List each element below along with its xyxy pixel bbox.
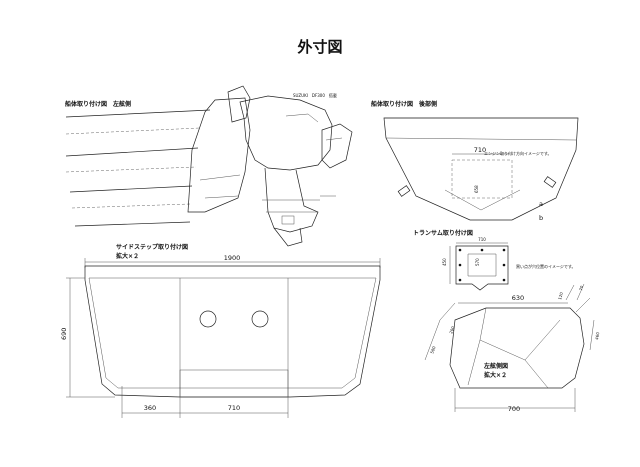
side-step-scale: 拡大×２ bbox=[116, 252, 139, 260]
engine-note: SUZUKI DF300 搭載 bbox=[293, 92, 337, 98]
port-dim-left: 580 bbox=[429, 345, 436, 354]
engine-silhouette bbox=[451, 159, 513, 199]
hull-outline-left bbox=[65, 109, 211, 227]
transom-note: 黒い点が穴位置のイメージです。 bbox=[516, 263, 576, 269]
port-mount-label: 船体取り付け図 左舷側 bbox=[65, 100, 131, 108]
port-mount-view: 船体取り付け図 左舷側 SUZUKI DF300 搭載 bbox=[65, 85, 353, 247]
transom-view: トランサム取り付け図 710 450 570 黒い点が穴位置のイメージです。 bbox=[413, 229, 576, 291]
rear-hull-outline bbox=[383, 117, 579, 221]
transom-outline bbox=[187, 97, 251, 213]
side-step-outer bbox=[84, 265, 381, 398]
hull-dashed-left bbox=[65, 127, 201, 209]
port-dim-bottom: 700 bbox=[508, 405, 520, 413]
rear-dim-width: 710 bbox=[474, 146, 486, 154]
transom-label: トランサム取り付け図 bbox=[413, 229, 473, 237]
rear-dim-vertical: 658 bbox=[474, 185, 479, 193]
rear-mount-label: 船体取り付け図 後部側 bbox=[371, 100, 437, 108]
port-side-inner bbox=[467, 307, 561, 389]
port-dim-top: 630 bbox=[512, 294, 524, 302]
side-step-label: サイドステップ取り付け図 bbox=[116, 243, 188, 251]
side-step-view: サイドステップ取り付け図 拡大×２ 1900 690 360 710 bbox=[60, 243, 381, 418]
transom-step bbox=[199, 174, 241, 199]
rear-note: エンジン取り付け方向イメージです。 bbox=[484, 150, 552, 156]
port-side-scale: 拡大×２ bbox=[484, 371, 507, 379]
port-side-rail bbox=[575, 297, 591, 313]
side-step-dim-bottom: 710 bbox=[228, 404, 240, 412]
mark-b: b bbox=[539, 214, 543, 222]
side-step-dim-left: 360 bbox=[144, 404, 156, 412]
transom-plate bbox=[455, 245, 509, 291]
side-step-bottom-plate bbox=[179, 369, 289, 398]
transom-dim-left: 450 bbox=[442, 258, 447, 266]
transom-dim-inner: 570 bbox=[475, 258, 480, 266]
side-step-hatched bbox=[88, 277, 377, 389]
bolt-holes bbox=[458, 248, 506, 282]
page-title: 外寸図 bbox=[296, 38, 342, 56]
port-dim-small: 120 bbox=[557, 291, 564, 300]
side-step-dim-height: 690 bbox=[60, 328, 68, 340]
side-step-panel-lines bbox=[179, 278, 289, 397]
port-dim-right: 460 bbox=[594, 331, 600, 340]
port-side-label: 左舷側図 bbox=[483, 362, 508, 370]
outboard-engine bbox=[227, 85, 353, 247]
transom-dim-top: 710 bbox=[478, 237, 486, 242]
mark-a: a bbox=[539, 200, 543, 208]
mount-hole-right bbox=[251, 310, 269, 328]
transom-inner bbox=[467, 253, 497, 277]
port-side-outline bbox=[449, 307, 585, 389]
rear-mount-view: 船体取り付け図 後部側 エンジン取り付け方向イメージです。 710 658 a … bbox=[371, 100, 579, 222]
rear-hull-deck bbox=[384, 117, 578, 141]
port-dim-step: 70 bbox=[578, 285, 584, 292]
side-step-dim-width: 1900 bbox=[224, 254, 241, 262]
port-dim-left-upper: 200 bbox=[448, 325, 455, 334]
mount-hole-left bbox=[199, 310, 217, 328]
rear-keel bbox=[444, 189, 521, 211]
port-side-view: 630 120 70 200 580 460 左舷側図 拡大×２ 700 bbox=[424, 283, 600, 413]
